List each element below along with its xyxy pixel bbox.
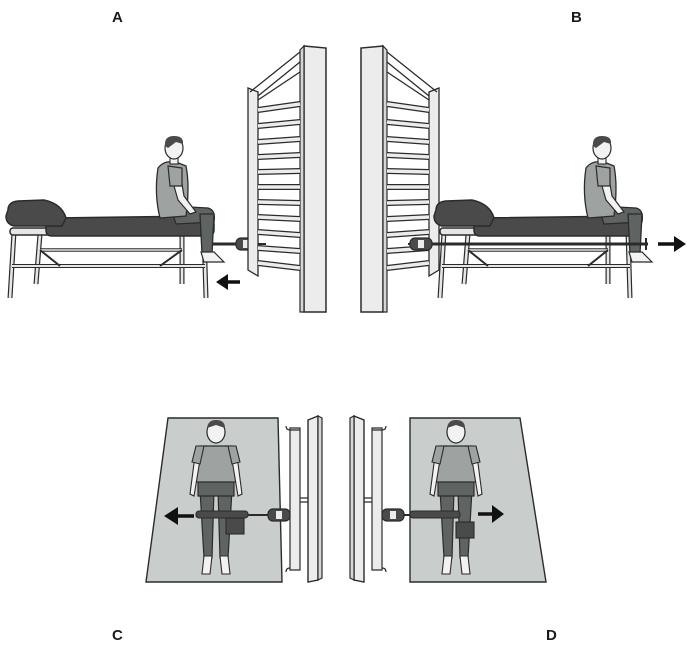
dynamometer-icon bbox=[408, 237, 648, 251]
panel-label-a: A bbox=[112, 9, 124, 26]
arrow-left-icon bbox=[164, 507, 194, 525]
wall-bars-icon bbox=[247, 44, 327, 313]
wall-bars-icon bbox=[285, 414, 323, 583]
person-icon bbox=[189, 420, 243, 575]
panel-label-d: D bbox=[546, 627, 558, 644]
person-icon bbox=[155, 136, 226, 263]
panel-b bbox=[408, 136, 686, 299]
arrow-right-icon bbox=[478, 505, 504, 523]
panel-c bbox=[145, 414, 323, 583]
arrow-right-icon bbox=[658, 236, 686, 252]
panel-label-b: B bbox=[571, 9, 583, 26]
dynamometer-icon bbox=[374, 508, 410, 522]
person-icon bbox=[583, 136, 654, 263]
panel-d bbox=[349, 414, 547, 583]
panel-a bbox=[5, 136, 266, 299]
arrow-left-icon bbox=[216, 274, 240, 290]
panel-label-c: C bbox=[112, 627, 124, 644]
wall-bars-icon bbox=[360, 44, 440, 313]
wall-bars-icon bbox=[349, 414, 387, 583]
